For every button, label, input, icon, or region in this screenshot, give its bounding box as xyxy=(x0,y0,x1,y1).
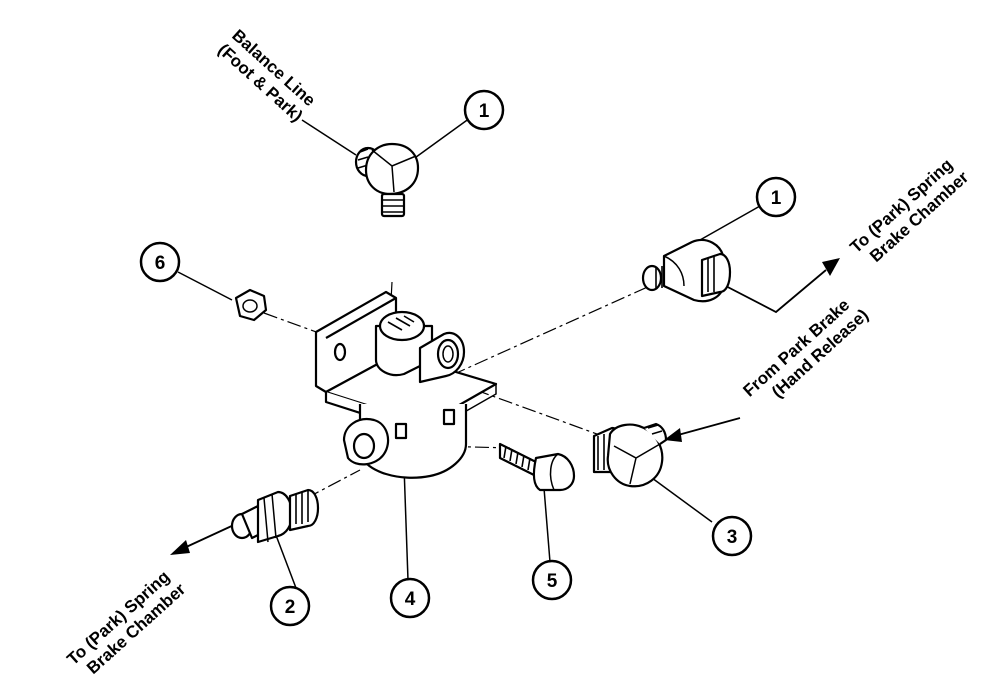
elbow-fitting-bottom xyxy=(592,422,668,488)
centerline-valve-to-tee xyxy=(451,284,653,376)
callout-3: 3 xyxy=(711,515,753,557)
leader-callout-5 xyxy=(543,487,551,563)
cap-screw xyxy=(498,442,576,492)
arrowhead-to-spring-top xyxy=(822,258,840,276)
leader-balance-line xyxy=(301,119,357,156)
callout-number: 1 xyxy=(479,101,490,122)
arrow-to-spring-top xyxy=(717,269,827,314)
leader-callout-4 xyxy=(403,465,409,581)
arrowhead-from-park-brake xyxy=(664,428,682,442)
callout-number: 1 xyxy=(771,188,782,209)
callout-1-right: 1 xyxy=(755,176,797,218)
leader-callout-2 xyxy=(273,529,297,589)
callout-number: 6 xyxy=(155,253,166,274)
elbow-fitting-right xyxy=(641,238,732,303)
quick-release-valve xyxy=(314,290,498,479)
callout-number: 3 xyxy=(727,527,738,548)
callout-number: 2 xyxy=(285,597,296,618)
callout-number: 5 xyxy=(547,571,558,592)
arrow-to-spring-bottom xyxy=(183,523,237,549)
label-to-spring-bottom: To (Park) Spring Brake Chamber xyxy=(63,567,189,678)
callout-2: 2 xyxy=(269,585,311,627)
leader-callout-1-top xyxy=(411,117,471,161)
label-from-park-brake: From Park Brake (Hand Release) xyxy=(739,295,872,401)
label-balance-line: Balance Line (Foot & Park) xyxy=(214,26,319,126)
arrow-from-park-brake xyxy=(677,417,741,436)
lock-nut xyxy=(234,288,268,322)
label-to-spring-top: To (Park) Spring Brake Chamber xyxy=(846,155,972,266)
callout-number: 4 xyxy=(405,589,416,610)
straight-connector xyxy=(230,488,320,544)
leader-callout-6 xyxy=(177,271,233,301)
leader-callout-3 xyxy=(651,477,713,523)
callout-4: 4 xyxy=(389,577,431,619)
leader-callout-1-right xyxy=(699,205,761,241)
callout-5: 5 xyxy=(531,559,573,601)
callout-1-top: 1 xyxy=(463,89,505,131)
callout-6: 6 xyxy=(139,241,181,283)
elbow-fitting-top xyxy=(354,142,420,218)
arrowhead-to-spring-bottom xyxy=(170,540,190,555)
